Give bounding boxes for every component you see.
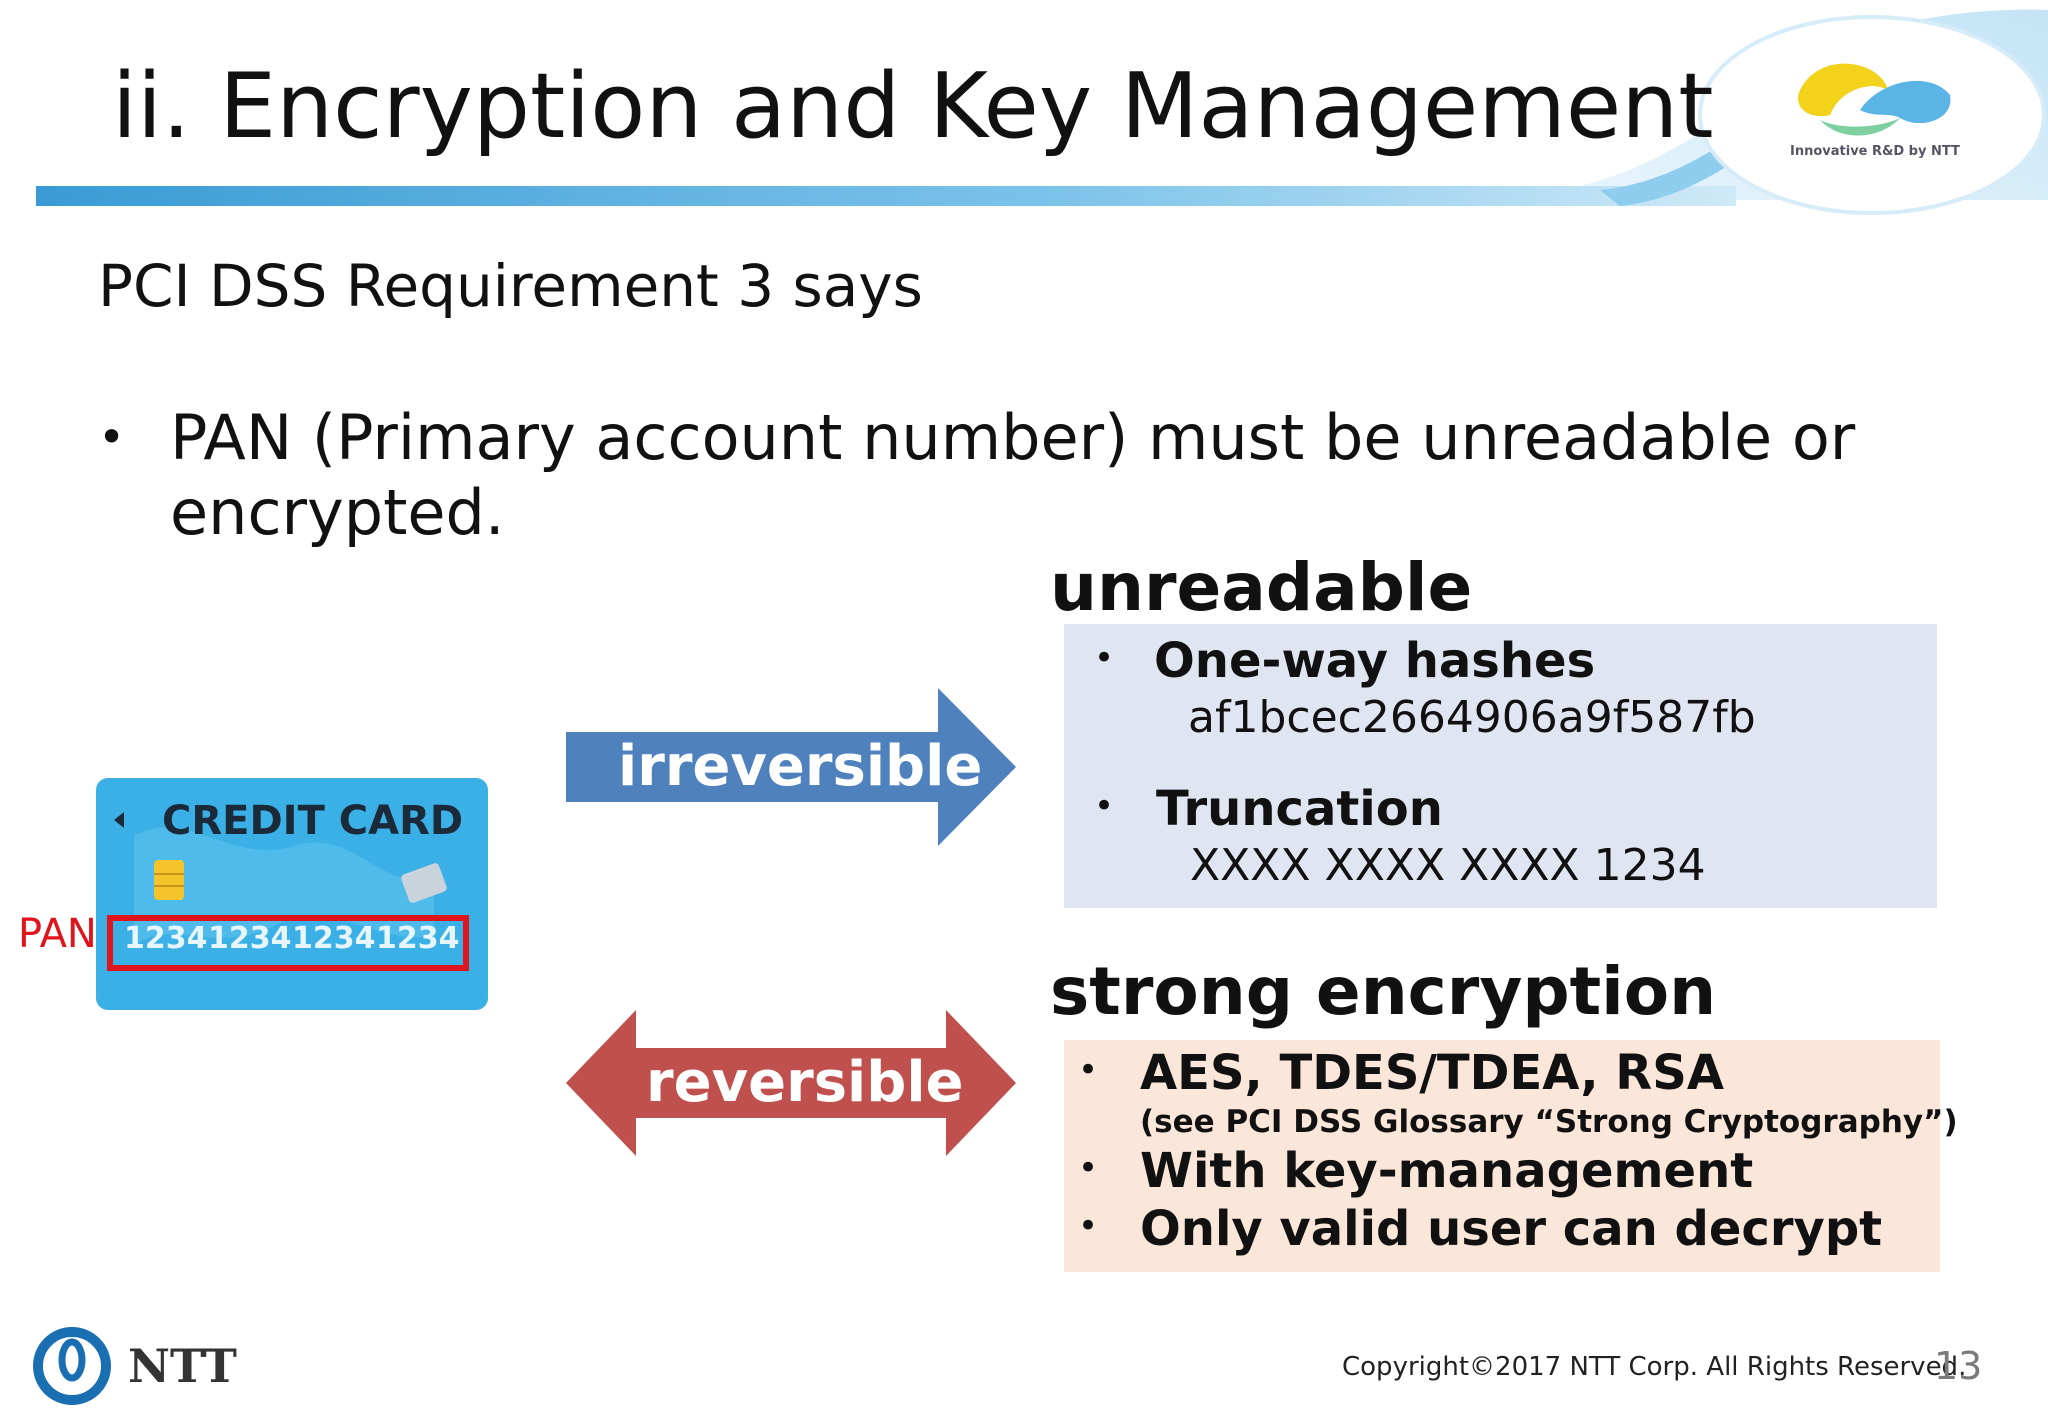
glossary-note: (see PCI DSS Glossary “Strong Cryptograp… xyxy=(1140,1104,1958,1140)
hash-example: af1bcec2664906a9f587fb xyxy=(1188,692,1756,743)
bullet-marker: • xyxy=(1094,786,1115,826)
card-number-group: 1234 xyxy=(376,921,460,956)
unreadable-box: • One-way hashes af1bcec2664906a9f587fb … xyxy=(1064,624,1937,908)
reversible-arrow: reversible xyxy=(566,1010,1016,1156)
irreversible-label: irreversible xyxy=(618,734,983,799)
page-number: 13 xyxy=(1934,1344,1983,1388)
arrow-right-icon xyxy=(566,688,1016,846)
header-band xyxy=(36,9,2048,215)
ntt-logo-icon xyxy=(33,1327,111,1405)
bullet-marker: • xyxy=(1078,1206,1099,1246)
algorithms-label: AES, TDES/TDEA, RSA xyxy=(1140,1045,1724,1101)
truncation-example: XXXX XXXX XXXX 1234 xyxy=(1190,840,1706,891)
ntt-wordmark: NTT xyxy=(128,1339,237,1393)
innovative-logo-icon xyxy=(1798,63,1951,136)
card-number-group: 1234 xyxy=(124,921,208,956)
copyright-text: Copyright©2017 NTT Corp. All Rights Rese… xyxy=(1342,1352,1967,1382)
pan-label: PAN xyxy=(18,911,97,957)
logo-caption: Innovative R&D by NTT xyxy=(1790,144,1960,159)
slide-title: ii. Encryption and Key Management xyxy=(112,54,1714,159)
logo-oval xyxy=(1698,15,2046,215)
slide-subtitle: PCI DSS Requirement 3 says xyxy=(98,252,923,320)
bullet-marker: • xyxy=(1094,638,1115,678)
strong-encryption-box: • AES, TDES/TDEA, RSA (see PCI DSS Gloss… xyxy=(1064,1040,1958,1272)
card-number-group: 1234 xyxy=(208,921,292,956)
reversible-label: reversible xyxy=(646,1050,964,1115)
hologram-icon xyxy=(401,863,447,903)
card-title: CREDIT CARD xyxy=(162,798,463,844)
bullet-marker: • xyxy=(1078,1050,1099,1090)
credit-card-illustration: CREDIT CARD 1234 1234 1234 1234 xyxy=(96,778,488,1010)
irreversible-arrow: irreversible xyxy=(566,688,1016,846)
pan-highlight-box xyxy=(107,915,469,971)
main-bullet-text: PAN (Primary account number) must be unr… xyxy=(170,401,1856,549)
key-management-label: With key-management xyxy=(1140,1143,1754,1199)
strong-encryption-heading: strong encryption xyxy=(1050,953,1717,1030)
one-way-hashes-label: One-way hashes xyxy=(1154,633,1596,689)
double-arrow-icon xyxy=(566,1010,1016,1156)
valid-user-label: Only valid user can decrypt xyxy=(1140,1201,1883,1257)
bullet-marker: • xyxy=(1078,1148,1099,1188)
unreadable-heading: unreadable xyxy=(1050,549,1473,626)
ntt-logo: NTT xyxy=(32,1326,252,1406)
bullet-marker: • xyxy=(98,410,126,464)
card-number-group: 1234 xyxy=(292,921,376,956)
truncation-label: Truncation xyxy=(1156,781,1443,837)
chip-icon xyxy=(154,860,184,900)
